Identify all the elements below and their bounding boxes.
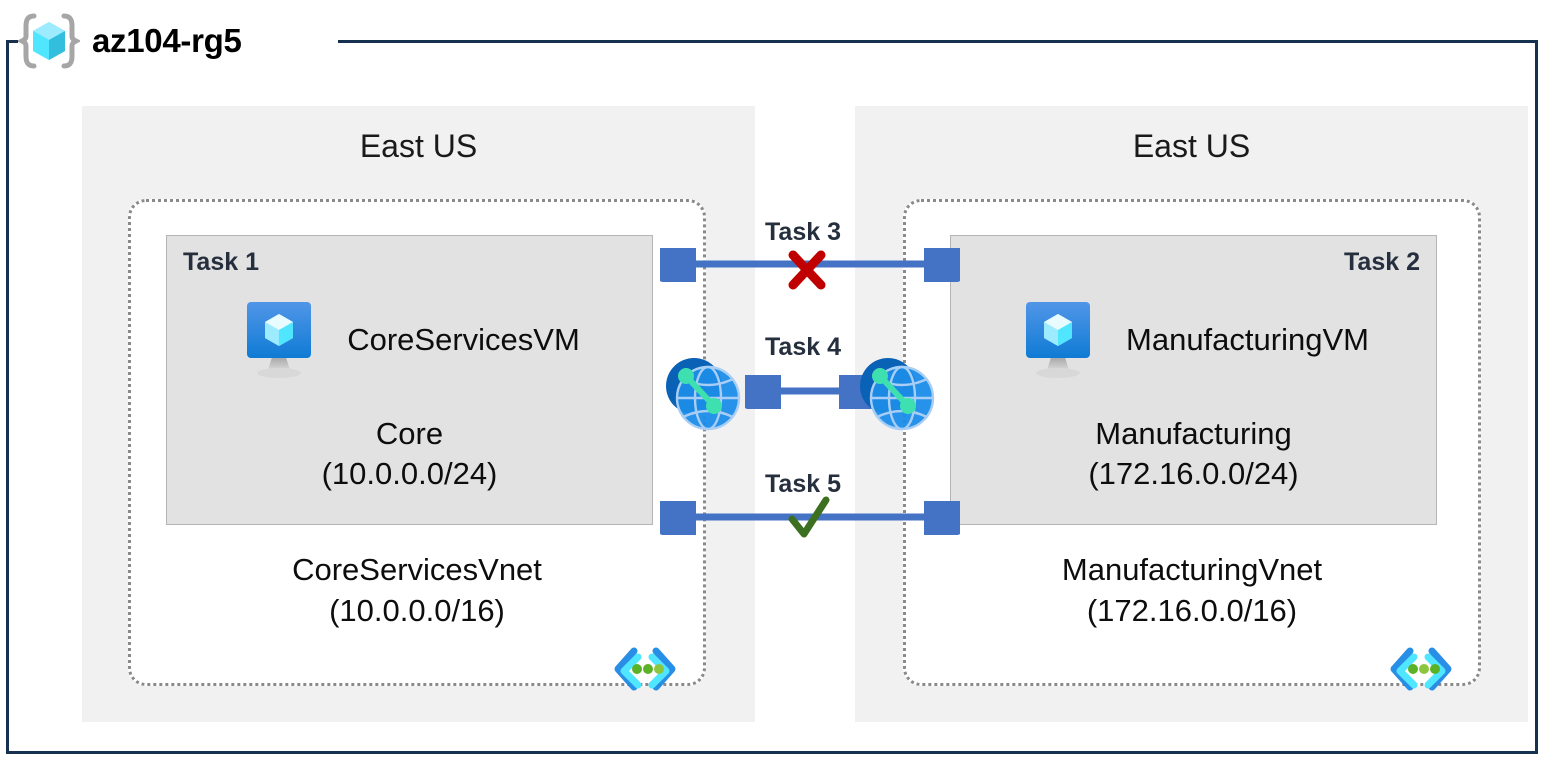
resource-group-cube-icon	[16, 10, 82, 72]
subnet-range-core: (10.0.0.0/24)	[321, 455, 498, 491]
vm-row-right: ManufacturingVM	[951, 298, 1436, 382]
virtual-machine-icon	[1018, 298, 1108, 382]
blocked-cross-icon	[788, 250, 826, 290]
task-tag-2: Task 2	[1344, 248, 1420, 276]
region-label-right: East US	[1132, 128, 1251, 164]
subnet-manufacturing[interactable]: Task 2	[950, 235, 1437, 525]
connection-arrow-task4	[745, 375, 875, 409]
resource-group-title: az104-rg5	[92, 22, 242, 59]
vnet-peering-icon	[855, 353, 937, 433]
allowed-checkmark-icon	[788, 496, 830, 538]
connection-arrow-task5	[660, 501, 960, 535]
subnet-caption-left: Core (10.0.0.0/24)	[167, 414, 652, 493]
resource-group-header: az104-rg5	[16, 8, 242, 74]
subnet-core[interactable]: Task 1	[166, 235, 653, 525]
vnet-peering-icon	[661, 353, 743, 433]
vm-name-manufacturing: ManufacturingVM	[1126, 322, 1369, 357]
task-tag-1: Task 1	[183, 248, 259, 276]
connection-label-task5: Task 5	[765, 470, 841, 498]
subnet-name-manufacturing: Manufacturing	[1095, 416, 1292, 451]
region-label-left: East US	[359, 128, 478, 164]
connection-label-task3: Task 3	[765, 218, 841, 246]
virtual-machine-icon	[239, 298, 329, 382]
vnet-caption-right: ManufacturingVnet (172.16.0.0/16)	[906, 550, 1478, 631]
subnet-caption-right: Manufacturing (172.16.0.0/24)	[951, 414, 1436, 493]
vnet-address-space-right: (172.16.0.0/16)	[1086, 592, 1298, 628]
resource-group-frame	[6, 40, 1538, 754]
connection-label-task4: Task 4	[765, 333, 841, 361]
vnet-address-space-left: (10.0.0.0/16)	[329, 592, 505, 628]
vm-name-core: CoreServicesVM	[347, 322, 580, 357]
vnet-name-right: ManufacturingVnet	[1061, 552, 1323, 588]
subnet-name-core: Core	[375, 416, 444, 451]
vm-row-left: CoreServicesVM	[167, 298, 652, 382]
subnet-range-manufacturing: (172.16.0.0/24)	[1088, 455, 1299, 491]
vnet-icon	[612, 645, 678, 693]
vnet-icon	[1388, 645, 1454, 693]
vnet-name-left: CoreServicesVnet	[292, 552, 542, 588]
vnet-caption-left: CoreServicesVnet (10.0.0.0/16)	[131, 550, 703, 631]
